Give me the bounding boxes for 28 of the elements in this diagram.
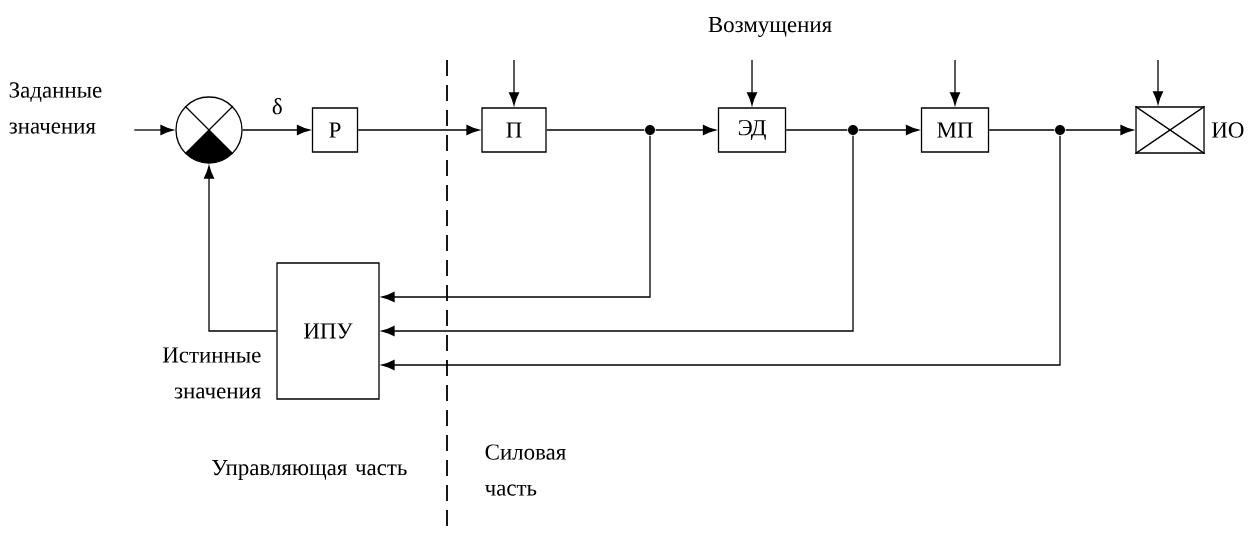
arrow [508, 59, 520, 106]
arrow [747, 59, 758, 106]
input-label: Заданные значения [9, 82, 102, 134]
arrow [381, 135, 651, 303]
label-text: Истинные значения [162, 347, 261, 399]
arrow [1153, 59, 1164, 105]
block-box: П [481, 107, 547, 153]
arrow [133, 124, 174, 136]
block-box: ИПУ [276, 262, 380, 400]
block-box: ЭД [717, 107, 787, 153]
arrow [1065, 124, 1134, 136]
block-box: МП [920, 107, 990, 153]
arrow [203, 165, 277, 332]
label-text: Управляющая часть [212, 460, 407, 480]
arrow [242, 124, 310, 136]
label-text: Возмущения [708, 17, 832, 37]
arrow [858, 124, 919, 136]
arrow [950, 59, 961, 106]
block-box: Р [311, 107, 359, 153]
edge-label: δ [270, 97, 284, 116]
label-text: Силовая часть [485, 444, 566, 496]
arrow [381, 135, 854, 337]
node-label: ИО [1211, 122, 1244, 138]
arrow [357, 124, 480, 136]
crossed-box: ИО [1134, 105, 1244, 155]
arrow [655, 124, 716, 136]
arrow [381, 135, 1061, 371]
summing-junction [175, 96, 243, 164]
